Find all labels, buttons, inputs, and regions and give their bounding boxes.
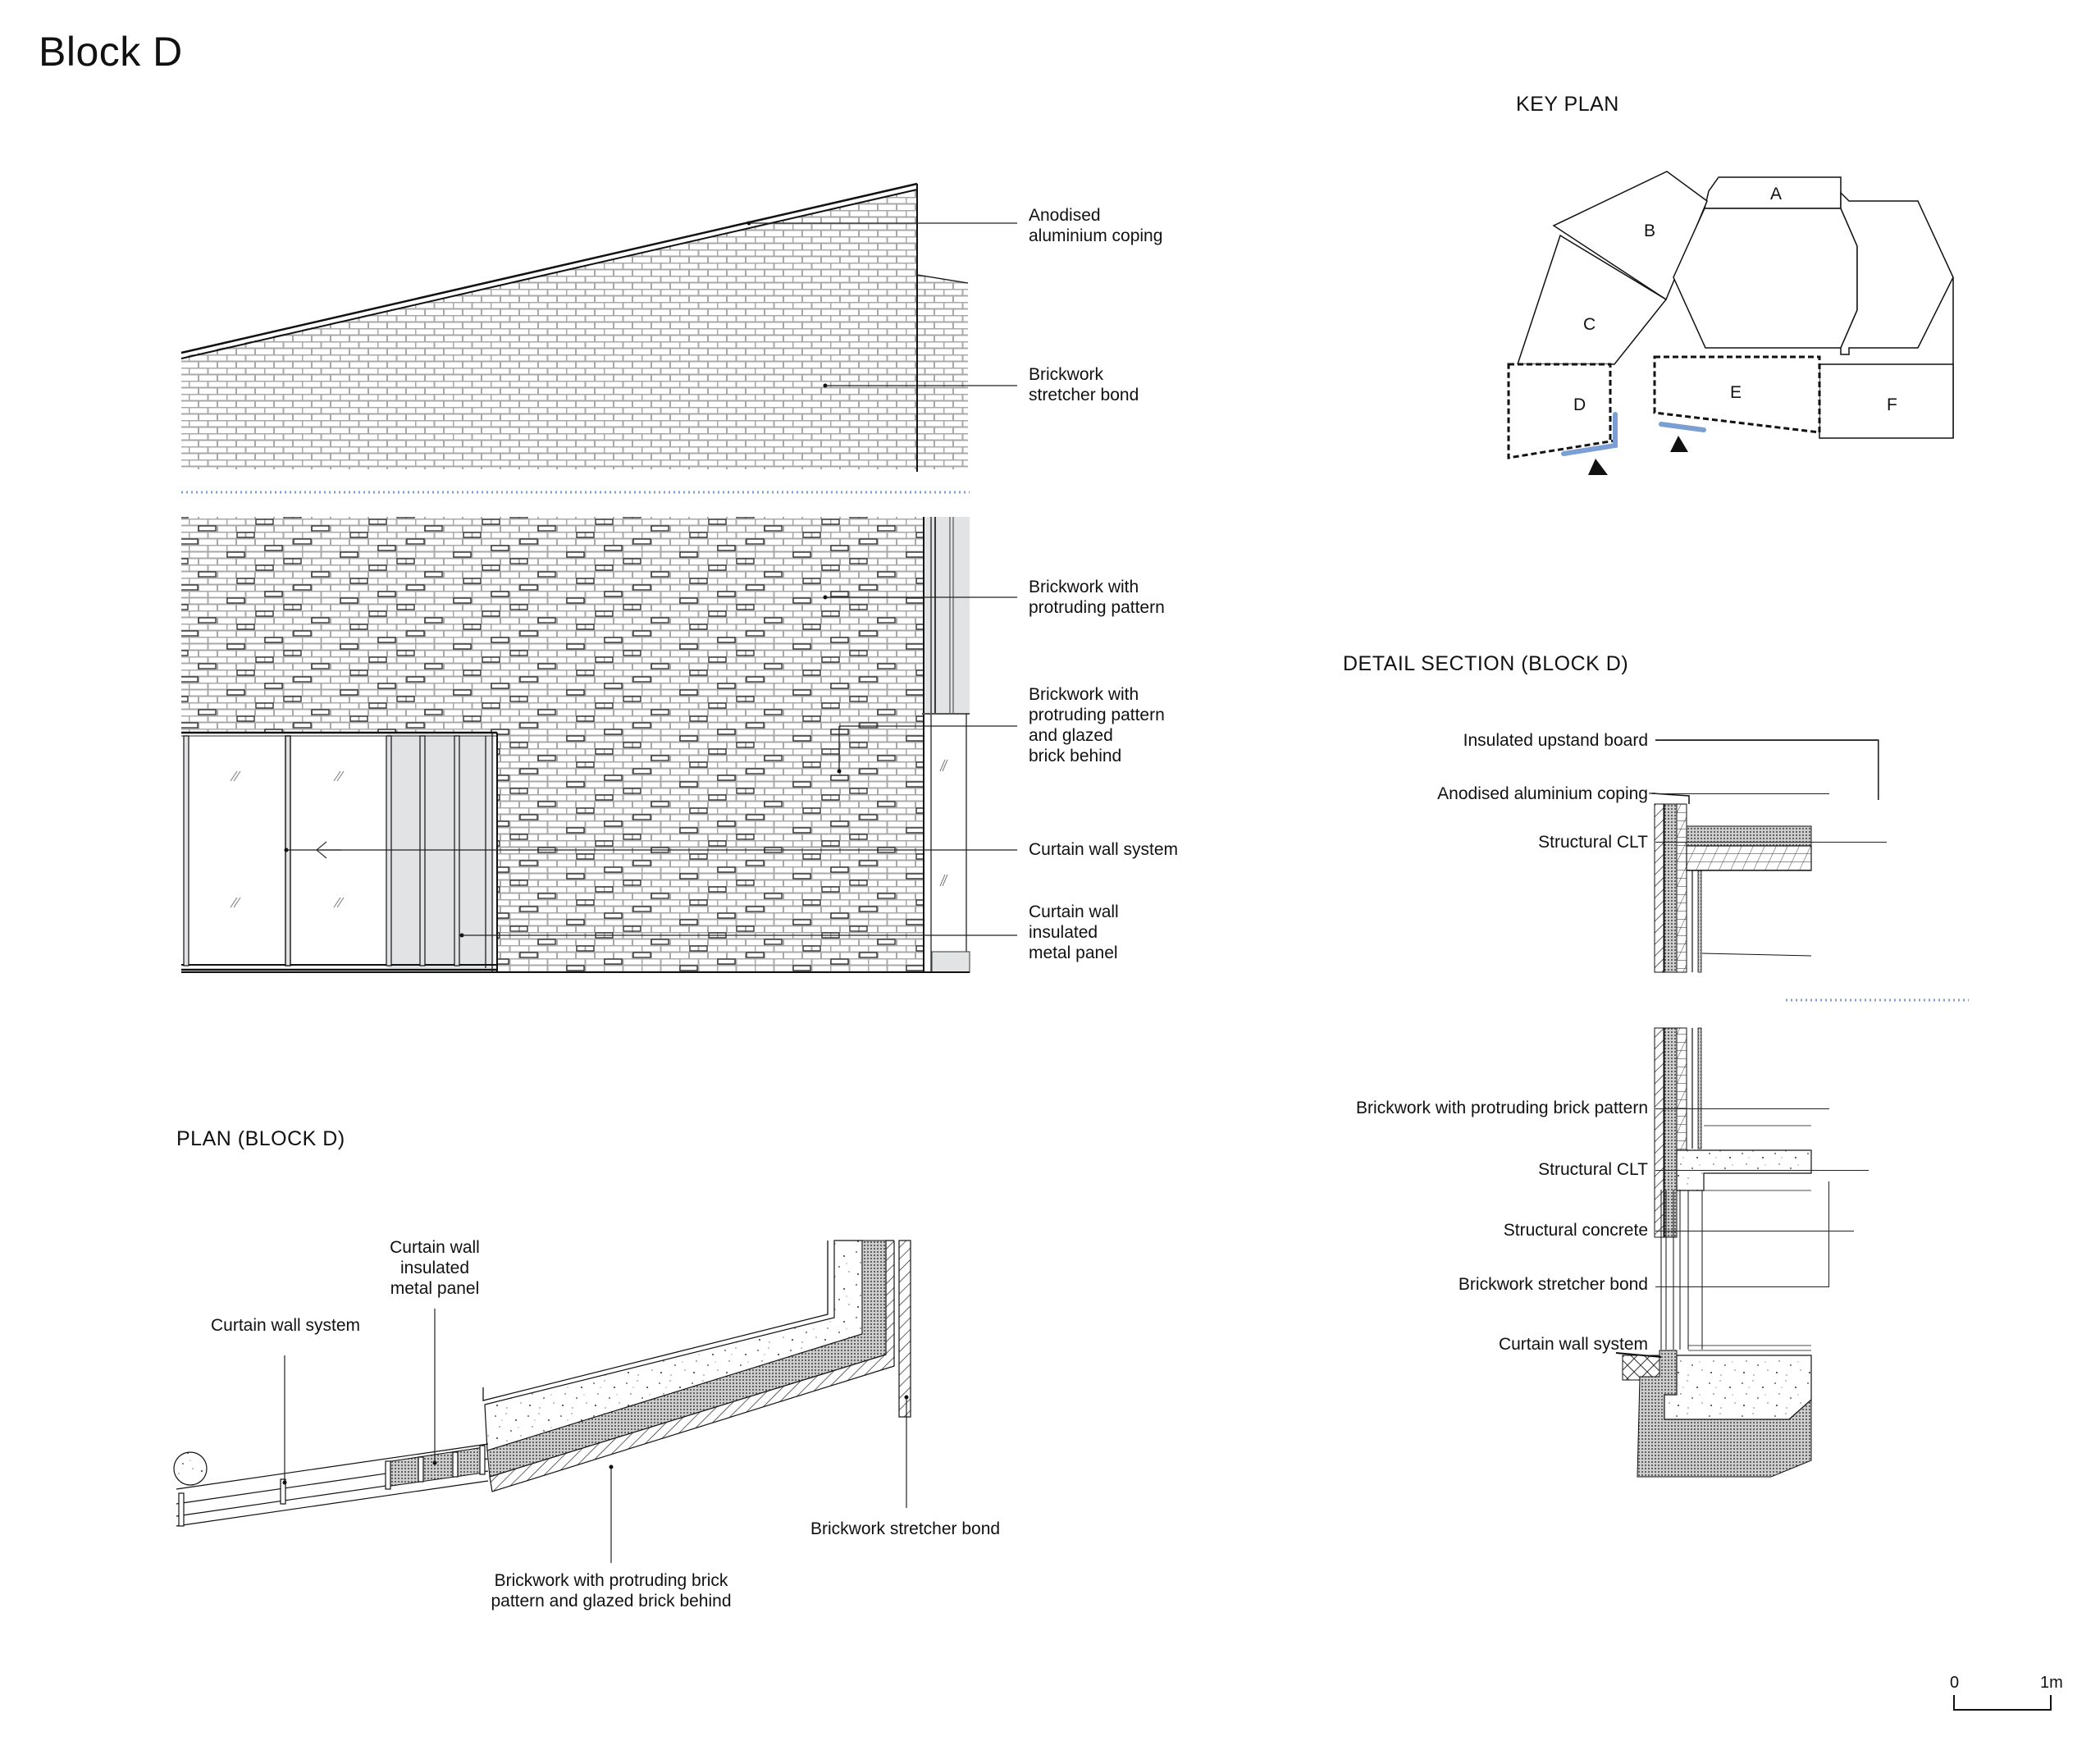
label-line: protruding pattern — [1029, 706, 1165, 724]
label-insulated-upstand-board: Insulated upstand board — [1463, 731, 1648, 750]
scale-bar-end-label: 1m — [2040, 1674, 2063, 1692]
key-plan-block-c — [1516, 234, 1668, 365]
label-brickwork-protruding-glazed: Brickwork with protruding pattern and gl… — [1029, 684, 1165, 766]
key-plan-block-e — [1653, 355, 1821, 434]
label-line: insulated — [399, 1259, 470, 1277]
label-plan-brickwork-protruding: Brickwork with protruding brick pattern … — [480, 1570, 742, 1611]
label-brickwork-stretcher-bond: Brickwork stretcher bond — [1029, 364, 1139, 405]
label-line: Curtain wall — [1029, 902, 1119, 921]
view-direction-highlight-e — [1659, 422, 1706, 432]
detail-section-diagram — [1615, 739, 1969, 1478]
scale-bar — [1953, 1695, 2052, 1711]
view-direction-highlight-d — [1561, 412, 1618, 456]
curtain-wall-elevation — [181, 731, 498, 972]
label-curtain-wall-insulated-metal-panel: Curtain wall insulated metal panel — [1029, 902, 1119, 963]
key-plan-label-a: A — [1770, 185, 1783, 203]
plan-diagram — [173, 1240, 912, 1563]
leader-line — [1655, 1108, 1829, 1109]
scale-bar-start-label: 0 — [1950, 1674, 1960, 1692]
elevation-upper — [180, 182, 1017, 472]
plan-title: PLAN (BLOCK D) — [176, 1127, 345, 1150]
leader-line — [1655, 793, 1829, 794]
label-line: and glazed — [1029, 726, 1113, 745]
label-line: protruding pattern — [1029, 598, 1165, 617]
key-plan-label-c: C — [1583, 315, 1596, 334]
key-plan-block-d — [1507, 363, 1616, 459]
label-line: Brickwork with — [1029, 685, 1139, 704]
label-line: brick behind — [1029, 747, 1122, 765]
label-line: Curtain wall system — [211, 1316, 361, 1335]
label-line: insulated — [1029, 923, 1098, 942]
label-line: Anodised — [1029, 206, 1101, 225]
label-line: Brickwork stretcher bond — [810, 1519, 1001, 1538]
label-line: Brickwork with — [1029, 578, 1139, 596]
leader-line — [1655, 842, 1887, 843]
label-anodised-aluminium-coping-section: Anodised aluminium coping — [1437, 784, 1648, 803]
label-line: Curtain wall system — [1029, 840, 1179, 859]
key-plan-title: KEY PLAN — [1516, 93, 1619, 116]
label-plan-brickwork-stretcher-bond: Brickwork stretcher bond — [810, 1519, 1000, 1539]
key-plan-label-f: F — [1887, 395, 1897, 414]
key-plan-diagram — [1507, 171, 1954, 475]
label-brickwork-protruding-pattern: Brickwork with protruding pattern — [1029, 577, 1165, 618]
label-line: Brickwork — [1029, 365, 1104, 384]
label-line: aluminium coping — [1029, 226, 1163, 245]
label-line: metal panel — [1029, 944, 1118, 962]
view-arrow-icon — [1588, 459, 1608, 475]
label-structural-concrete: Structural concrete — [1503, 1221, 1648, 1240]
leader-line — [1878, 740, 1879, 800]
label-line: Brickwork with protruding brick — [494, 1571, 728, 1590]
label-curtain-wall-system: Curtain wall system — [1029, 839, 1178, 860]
label-plan-curtain-wall-panel: Curtain wall insulated metal panel — [353, 1237, 517, 1299]
key-plan-label-b: B — [1644, 222, 1656, 240]
coping-line — [180, 182, 918, 354]
detail-section-leaders — [1649, 739, 1879, 800]
leader-line — [1655, 740, 1879, 741]
leader-line — [1655, 1286, 1829, 1287]
page-title: Block D — [39, 29, 183, 75]
key-plan-label-e: E — [1730, 383, 1742, 402]
label-structural-clt-lower: Structural CLT — [1538, 1160, 1648, 1179]
label-brickwork-protruding-brick-pattern: Brickwork with protruding brick pattern — [1356, 1099, 1648, 1117]
label-structural-clt-upper: Structural CLT — [1538, 833, 1648, 852]
leader-line — [1655, 1170, 1869, 1171]
label-plan-curtain-wall-system: Curtain wall system — [211, 1315, 360, 1336]
label-brickwork-stretcher-bond-section: Brickwork stretcher bond — [1458, 1275, 1648, 1294]
label-line: Curtain wall — [390, 1238, 480, 1257]
label-anodised-aluminium-coping: Anodised aluminium coping — [1029, 205, 1162, 246]
elevation-lower — [181, 517, 1017, 973]
view-arrow-icon — [1670, 436, 1688, 452]
label-line: stretcher bond — [1029, 386, 1139, 404]
label-line: pattern and glazed brick behind — [491, 1592, 732, 1611]
label-curtain-wall-system-section: Curtain wall system — [1498, 1335, 1648, 1354]
leader-line — [1828, 1181, 1829, 1286]
key-plan-label-d: D — [1573, 395, 1586, 414]
detail-section-title: DETAIL SECTION (BLOCK D) — [1343, 652, 1629, 675]
label-line: metal panel — [390, 1279, 480, 1298]
